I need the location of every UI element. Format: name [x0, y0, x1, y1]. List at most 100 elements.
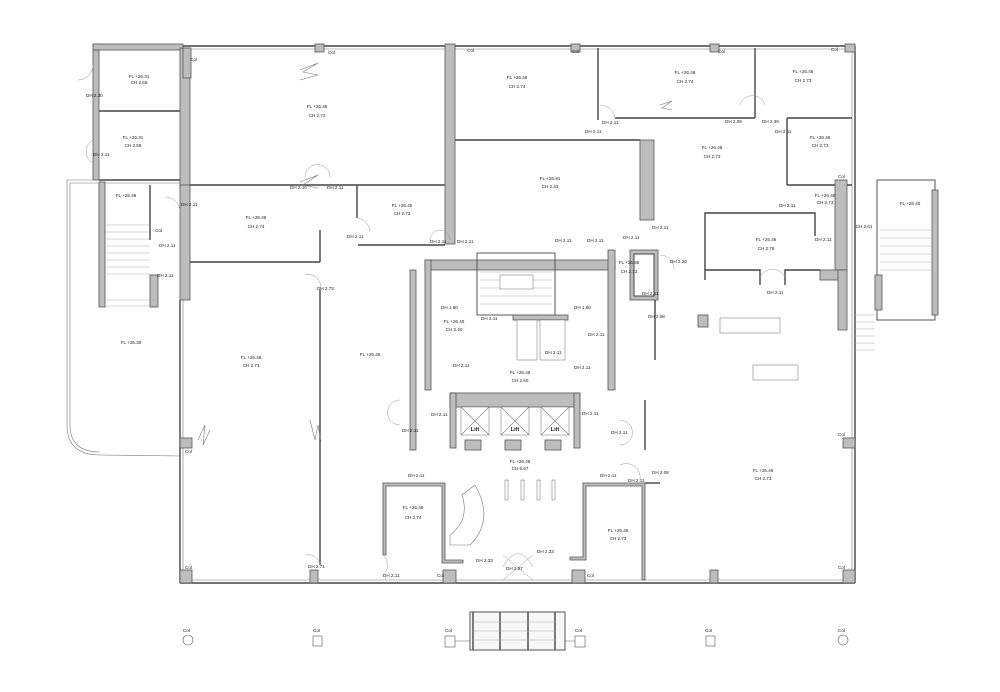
room-ch: CH 2.73 [755, 476, 772, 481]
room-fl: FL +26.46 [507, 75, 528, 80]
room-fl: FL +26.46 [753, 468, 774, 473]
door-label: DH 2.11 [815, 237, 832, 242]
door-label: DH 2.11 [652, 225, 669, 230]
room-ch: CH 2.61 [856, 224, 873, 229]
room-fl: FL +26.46 [510, 370, 531, 375]
room-ch: CH 2.73 [309, 113, 326, 118]
door-labels: DH 2.30 DH 2.11 DH 2.10 DH 2.11 DH 2.11 … [86, 93, 832, 578]
door-label: DH 2.11 [779, 203, 796, 208]
room-fl: FL +26.46 [360, 352, 381, 357]
door-label: DH 2.11 [159, 243, 176, 248]
room-ch: CH 2.74 [405, 515, 422, 520]
room-fl: FL +26.46 [756, 237, 777, 242]
room-ch: CH 2.73 [243, 363, 260, 368]
door-label: DH 2.11 [628, 478, 645, 483]
col-label: Col [587, 573, 594, 578]
col-label: Col [155, 228, 162, 233]
col-label: Col [190, 57, 197, 62]
col-label: Col [445, 628, 452, 633]
door-label: DH 2.11 [588, 332, 605, 337]
room-fl: FL +26.46 [608, 528, 629, 533]
door-label: DH 2.11 [600, 473, 617, 478]
room-fl: FL +26.46 [510, 459, 531, 464]
door-label: DH 2.11 [585, 129, 602, 134]
door-label: DH 2.11 [457, 239, 474, 244]
door-label: DH 2.11 [402, 428, 419, 433]
door-label: DH 2.08 [652, 470, 669, 475]
col-label: Col [185, 565, 192, 570]
door-label: DH 2.11 [555, 238, 572, 243]
door-label: DH 2.11 [642, 291, 659, 296]
door-label: DH 2.11 [545, 350, 562, 355]
room-fl: FL +26.46 [815, 193, 836, 198]
room-labels: FL +26.31 CH 2.58 FL +26.31 CH 2.58 FL +… [116, 69, 921, 541]
interior-walls: Lift Lift Lift [98, 43, 939, 651]
door-label: DH 2.11 [157, 273, 174, 278]
room-fl: FL +26.46 [619, 260, 640, 265]
door-label: DH 2.71 [308, 564, 325, 569]
door-label: DH 2.20 [670, 259, 687, 264]
col-label: Col [313, 628, 320, 633]
door-label: DH 2.11 [453, 363, 470, 368]
col-label: Col [838, 628, 845, 633]
door-label: DH 1.60 [574, 305, 591, 310]
room-ch: CH 2.74 [509, 84, 526, 89]
door-label: DH 2.11 [383, 573, 400, 578]
door-label: DH 2.33 [476, 558, 493, 563]
door-label: DH 2.11 [623, 235, 640, 240]
lift-label: Lift [551, 427, 560, 433]
door-label: DH 2.30 [86, 93, 103, 98]
door-label: DH 2.11 [481, 316, 498, 321]
room-fl: FL +26.46 [810, 135, 831, 140]
room-ch: CH 6.67 [512, 466, 529, 471]
room-fl: FL +26.40 [444, 319, 465, 324]
door-label: DH 2.33 [537, 549, 554, 554]
room-fl: FL +26.40 [900, 201, 921, 206]
col-label: Col [328, 50, 335, 55]
room-ch: CH 2.43 [542, 184, 559, 189]
door-label: DH 2.08 [648, 314, 665, 319]
door-label: DH 2.11 [181, 202, 198, 207]
door-label: DH 1.60 [441, 305, 458, 310]
room-ch: CH 2.73 [795, 78, 812, 83]
room-ch: CH 2.76 [758, 246, 775, 251]
room-ch: CH 2.73 [812, 143, 829, 148]
door-label: DH 2.39 [762, 119, 779, 124]
room-ch: CH 2.58 [131, 80, 148, 85]
door-label: DH 2.11 [347, 234, 364, 239]
col-label: Col [575, 628, 582, 633]
col-label: Col [838, 174, 845, 179]
door-label: DH 2.11 [408, 473, 425, 478]
room-fl: FL +26.31 [123, 135, 144, 140]
door-swings [77, 64, 786, 576]
col-label: Col [718, 49, 725, 54]
room-fl: FL +26.46 [307, 104, 328, 109]
room-fl: FL +26.46 [241, 355, 262, 360]
door-label: DH 2.11 [775, 129, 792, 134]
col-label: Col [831, 47, 838, 52]
room-ch: CH 2.73 [394, 211, 411, 216]
room-fl: FL +26.46 [116, 193, 137, 198]
door-label: DH 2.11 [602, 120, 619, 125]
door-label: DH 2.11 [587, 238, 604, 243]
col-label: Col [705, 628, 712, 633]
door-label: DH 2.11 [431, 412, 448, 417]
room-ch: CH 2.73 [704, 154, 721, 159]
col-label: Col [838, 432, 845, 437]
room-fl: FL +26.46 [675, 70, 696, 75]
room-ch: CH 2.58 [125, 143, 142, 148]
room-fl: FL +26.46 [702, 145, 723, 150]
door-label: DH 2.11 [611, 430, 628, 435]
room-fl: FL +25.45 [392, 203, 413, 208]
room-fl: FL +26.46 [793, 69, 814, 74]
col-label: Col [467, 48, 474, 53]
column-markers: Col Col Col Col Col Col Col Col Col Col … [155, 47, 849, 648]
door-label: DH 2.11 [93, 152, 110, 157]
door-label: DH 2.11 [767, 290, 784, 295]
room-fl: FL +26.91 [540, 176, 561, 181]
room-ch: CH 2.73 [610, 536, 627, 541]
lift-label: Lift [511, 427, 520, 433]
door-label: DH 2.11 [582, 411, 599, 416]
door-label: DH 2.11 [327, 185, 344, 190]
